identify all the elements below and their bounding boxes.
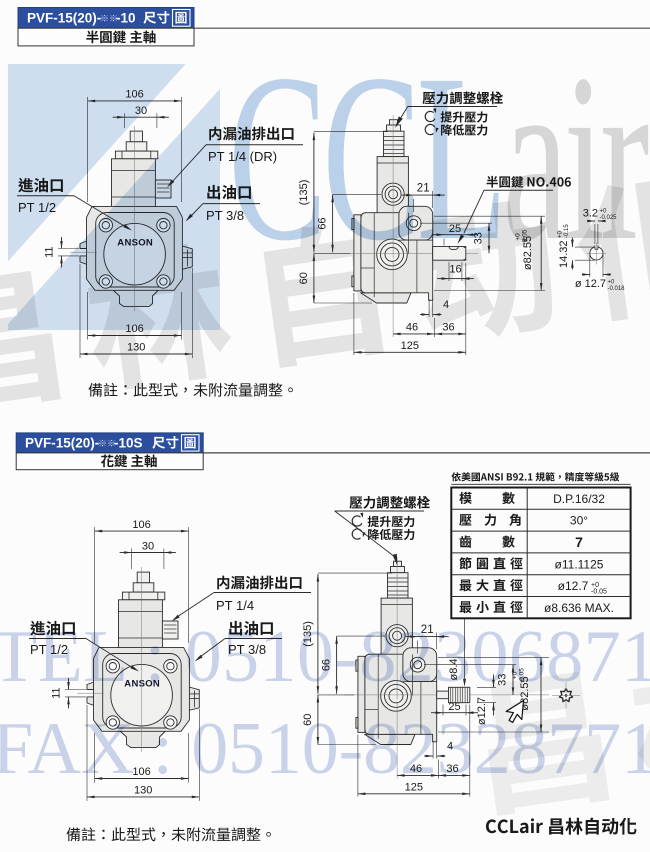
svg-text:ø12.7: ø12.7 xyxy=(476,697,488,725)
svg-text:66: 66 xyxy=(321,659,333,671)
svg-text:PT 1/4: PT 1/4 xyxy=(216,598,254,613)
svg-text:16: 16 xyxy=(449,264,461,276)
svg-text:ø8.4: ø8.4 xyxy=(448,658,460,680)
svg-text:4: 4 xyxy=(447,741,453,753)
svg-text:ø12.7: ø12.7 xyxy=(558,579,589,593)
svg-text:-0.05: -0.05 xyxy=(519,668,526,683)
svg-text:30°: 30° xyxy=(570,514,588,528)
svg-text:125: 125 xyxy=(401,340,419,352)
svg-text:-10: -10 xyxy=(116,11,136,26)
svg-text:(135): (135) xyxy=(298,180,310,206)
svg-text:46: 46 xyxy=(406,321,418,333)
svg-text:-0.05: -0.05 xyxy=(591,589,607,596)
svg-text:ø 12.7: ø 12.7 xyxy=(575,278,606,290)
svg-text:-0.025: -0.025 xyxy=(600,215,618,221)
svg-text:3.2: 3.2 xyxy=(583,208,598,220)
svg-text:PVF-15(20)-: PVF-15(20)- xyxy=(25,436,99,451)
svg-text:TEL : 0510-82306871: TEL : 0510-82306871 xyxy=(0,616,650,698)
svg-text:25: 25 xyxy=(449,223,461,235)
svg-text:66: 66 xyxy=(317,217,329,229)
svg-text:130: 130 xyxy=(134,784,152,796)
svg-text:30: 30 xyxy=(142,540,154,552)
svg-text:60: 60 xyxy=(298,272,310,284)
svg-text:+0: +0 xyxy=(600,209,608,215)
svg-text:14.32: 14.32 xyxy=(558,240,570,268)
svg-text:33: 33 xyxy=(473,232,485,244)
svg-text:ø82.55: ø82.55 xyxy=(522,236,534,270)
svg-text:+0: +0 xyxy=(591,582,599,589)
svg-text:7: 7 xyxy=(575,534,583,550)
svg-text:106: 106 xyxy=(132,519,150,531)
svg-text:33: 33 xyxy=(497,674,509,686)
svg-text:36: 36 xyxy=(446,763,458,775)
svg-text:-0.15: -0.15 xyxy=(564,224,570,238)
svg-text:106: 106 xyxy=(132,766,150,778)
svg-text:130: 130 xyxy=(127,342,145,354)
svg-text:25: 25 xyxy=(448,701,460,713)
svg-text:4: 4 xyxy=(443,299,449,311)
svg-text:-0.05: -0.05 xyxy=(522,229,529,244)
svg-text:ø11.1125: ø11.1125 xyxy=(555,557,604,571)
svg-text:21: 21 xyxy=(417,183,430,195)
svg-text:+0: +0 xyxy=(608,280,616,286)
svg-text:PT 1/4 (DR): PT 1/4 (DR) xyxy=(208,149,277,164)
svg-text:21: 21 xyxy=(421,624,434,636)
svg-text:+0: +0 xyxy=(558,230,564,238)
svg-text:FAX : 0510-82328771: FAX : 0510-82328771 xyxy=(0,708,650,790)
svg-text:PT 3/8: PT 3/8 xyxy=(228,642,266,657)
svg-text:PVF-15(20)-: PVF-15(20)- xyxy=(27,11,101,26)
svg-text:46: 46 xyxy=(410,763,422,775)
svg-text:ø8.636 MAX.: ø8.636 MAX. xyxy=(544,601,614,615)
svg-text:-0.018: -0.018 xyxy=(608,286,626,292)
svg-text:-10S: -10S xyxy=(114,436,143,451)
svg-text:+0: +0 xyxy=(512,671,519,679)
svg-text:(135): (135) xyxy=(302,621,314,647)
svg-text:+0: +0 xyxy=(515,233,522,241)
svg-text:60: 60 xyxy=(302,714,314,726)
svg-text:125: 125 xyxy=(405,782,423,794)
svg-text:36: 36 xyxy=(442,321,454,333)
svg-text:D.P.16/32: D.P.16/32 xyxy=(553,492,605,506)
svg-text:11: 11 xyxy=(51,687,63,698)
svg-text:CCLair: CCLair xyxy=(228,25,648,291)
svg-text:ANSON: ANSON xyxy=(124,679,160,690)
svg-text:PT 1/2: PT 1/2 xyxy=(30,642,68,657)
